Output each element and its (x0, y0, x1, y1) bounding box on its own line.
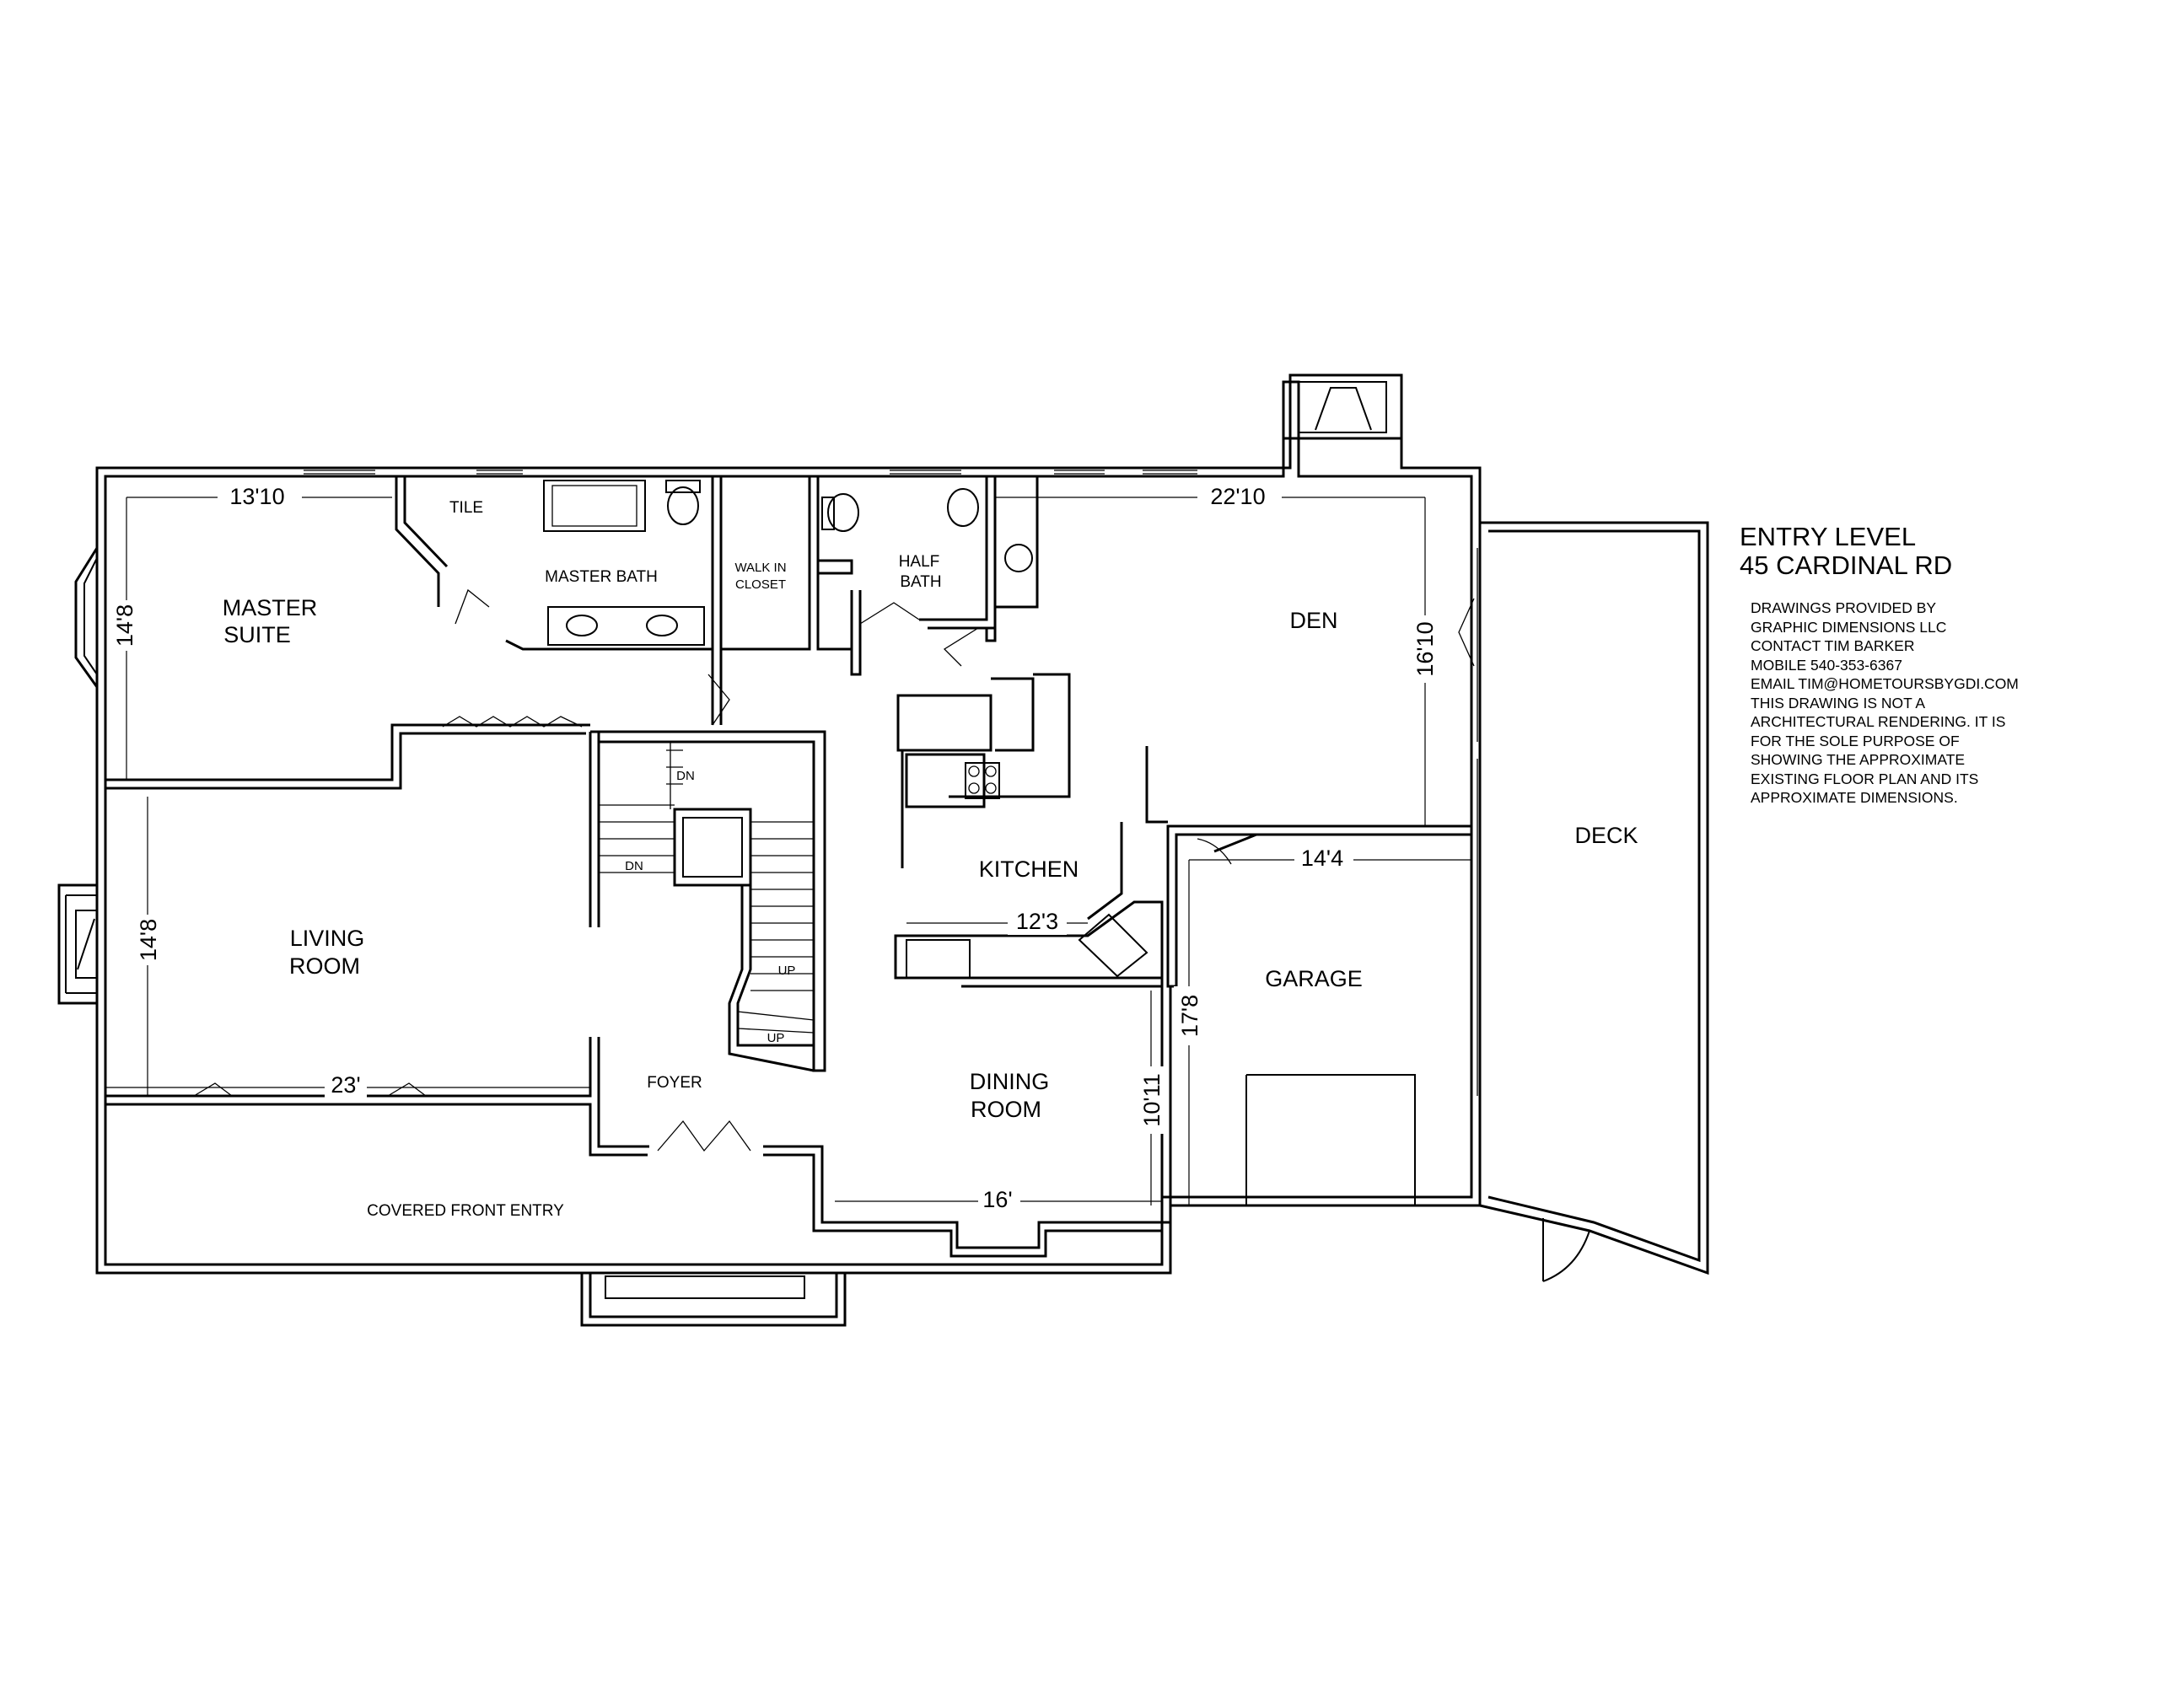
dim-dining-depth: 10'11 (1139, 1073, 1165, 1126)
title-entry-level: ENTRY LEVEL (1740, 522, 1917, 551)
room-covered-front-entry: COVERED FRONT ENTRY (367, 1202, 564, 1220)
note-line: MOBILE 540-353-6367 (1751, 656, 1902, 674)
note-line: CONTACT TIM BARKER (1751, 637, 1915, 654)
dimension-labels: 13'10 14'8 22'10 16'10 14'8 23' 12'3 14'… (110, 482, 1440, 1214)
stair-dn-landing: DN (625, 859, 643, 873)
note-line: ARCHITECTURAL RENDERING. IT IS (1751, 713, 2006, 730)
dim-living-depth: 14'8 (136, 919, 161, 961)
note-line: EMAIL TIM@HOMETOURSBYGDI.COM (1751, 675, 2019, 692)
note-line: SHOWING THE APPROXIMATE (1751, 751, 1966, 768)
room-dining-room-line1: DINING (970, 1069, 1050, 1094)
dim-master-depth: 14'8 (112, 604, 137, 647)
dim-kitchen-width: 12'3 (1016, 909, 1058, 934)
cooktop (965, 762, 1000, 799)
deck-outline (1479, 521, 1709, 1282)
toilet-master (667, 486, 699, 525)
dim-master-width: 13'10 (229, 484, 284, 509)
note-line: EXISTING FLOOR PLAN AND ITS (1751, 770, 1979, 787)
room-dining-room-line2: ROOM (971, 1097, 1041, 1122)
room-living-room-line2: ROOM (289, 953, 360, 979)
room-half-bath-line1: HALF (899, 553, 940, 571)
room-master-suite-line2: SUITE (223, 622, 291, 647)
stair-up-main: UP (778, 964, 796, 978)
note-line: APPROXIMATE DIMENSIONS. (1751, 789, 1958, 806)
dim-dining-width: 16' (982, 1187, 1012, 1212)
dim-garage-width: 14'4 (1301, 846, 1343, 871)
room-half-bath-line2: BATH (900, 573, 941, 591)
room-living-room-line1: LIVING (290, 926, 365, 951)
room-deck: DECK (1574, 823, 1638, 848)
stair-up-lower: UP (767, 1031, 785, 1045)
double-vanity (547, 606, 705, 646)
doors-windows (193, 470, 1478, 1152)
note-line: GRAPHIC DIMENSIONS LLC (1751, 618, 1947, 636)
dim-living-width: 23' (331, 1072, 360, 1098)
stair-labels: DN DN UP UP (625, 769, 795, 1045)
interior-walls (105, 476, 1471, 1258)
dim-den-depth: 16'10 (1412, 621, 1438, 676)
room-walk-in-closet-line1: WALK IN (734, 561, 786, 575)
bathtub (543, 480, 646, 532)
drawing-notes: DRAWINGS PROVIDED BY GRAPHIC DIMENSIONS … (1751, 599, 2105, 808)
note-line: THIS DRAWING IS NOT A (1751, 694, 1926, 711)
room-kitchen: KITCHEN (979, 856, 1079, 882)
exterior-walls (57, 373, 1482, 1327)
room-tile: TILE (449, 499, 483, 517)
toilet-half (827, 493, 859, 532)
sink-half-bath (947, 488, 979, 527)
room-foyer: FOYER (647, 1074, 702, 1092)
note-line: DRAWINGS PROVIDED BY (1751, 599, 1937, 616)
room-master-bath: MASTER BATH (545, 568, 658, 586)
dim-garage-depth-text: 17'8 (1177, 995, 1202, 1037)
dim-den-width: 22'10 (1210, 484, 1265, 509)
title-address: 45 CARDINAL RD (1740, 550, 1953, 580)
title-block: ENTRY LEVEL 45 CARDINAL RD (1740, 523, 1952, 580)
fixtures (543, 480, 1033, 1034)
room-labels: MASTER SUITE TILE MASTER BATH WALK IN CL… (223, 499, 1638, 1220)
room-walk-in-closet-line2: CLOSET (735, 577, 786, 592)
note-line: FOR THE SOLE PURPOSE OF (1751, 732, 1960, 749)
sink-den (1004, 544, 1033, 572)
room-garage: GARAGE (1265, 966, 1363, 991)
stair-dn-upper: DN (676, 769, 695, 783)
room-den: DEN (1289, 608, 1337, 633)
room-master-suite-line1: MASTER (223, 595, 318, 620)
